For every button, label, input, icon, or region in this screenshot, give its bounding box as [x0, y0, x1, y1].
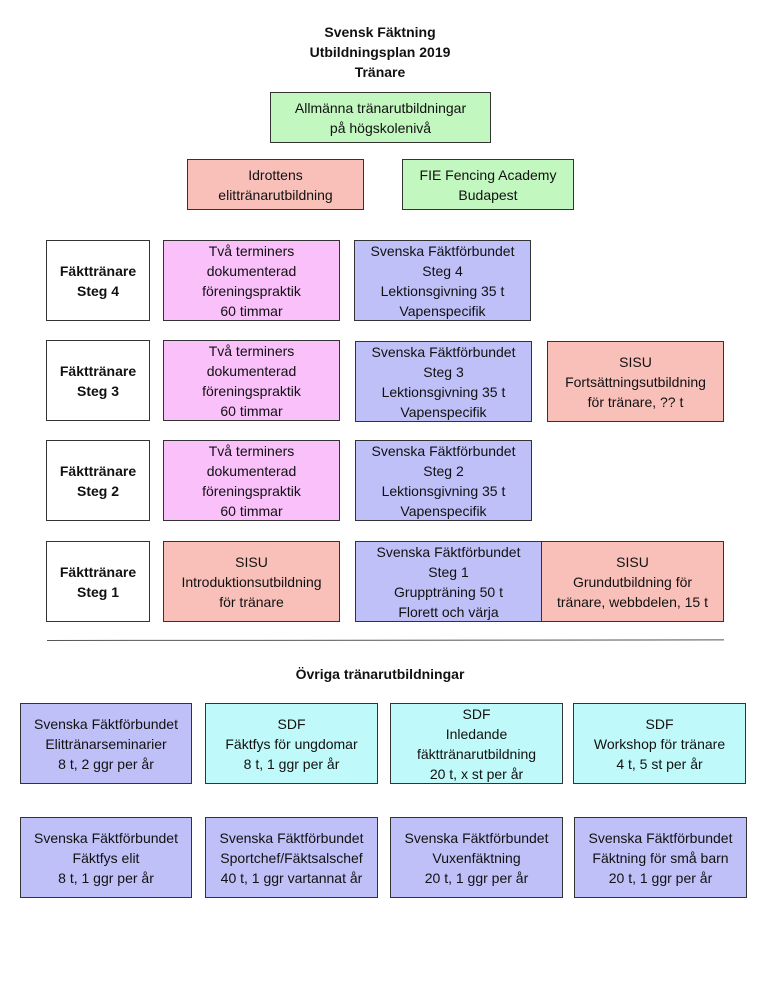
page-title: Svensk Fäktning Utbildningsplan 2019 Trä… — [0, 22, 760, 82]
other-box-workshop: SDF Workshop för tränare 4 t, 5 st per å… — [573, 703, 746, 784]
other-box-intro-coach: SDF Inledande fäkttränarutbildning 20 t,… — [390, 703, 563, 784]
title-line-3: Tränare — [354, 64, 406, 80]
step-4-label: Fäkttränare Steg 4 — [46, 240, 150, 321]
step-1-sisu-web-course: SISU Grundutbildning för tränare, webbde… — [541, 541, 724, 622]
step-3-sisu-course: SISU Fortsättningsutbildning för tränare… — [547, 341, 724, 422]
step-1-label: Fäkttränare Steg 1 — [46, 541, 150, 622]
other-box-kids-fencing: Svenska Fäktförbundet Fäktning för små b… — [574, 817, 747, 898]
other-box-elite-seminars: Svenska Fäktförbundet Elittränarseminari… — [20, 703, 192, 784]
other-box-elite-fitness: Svenska Fäktförbundet Fäktfys elit 8 t, … — [20, 817, 192, 898]
box-elite-coach-education: Idrottens elittränarutbildning — [187, 159, 364, 210]
other-box-adult-fencing: Svenska Fäktförbundet Vuxenfäktning 20 t… — [390, 817, 563, 898]
box-university-programs: Allmänna tränarutbildningar på högskolen… — [270, 92, 491, 143]
step-2-label: Fäkttränare Steg 2 — [46, 440, 150, 521]
step-1-sisu-intro: SISU Introduktionsutbildning för tränare — [163, 541, 340, 622]
box-fie-academy: FIE Fencing Academy Budapest — [402, 159, 574, 210]
step-3-label: Fäkttränare Steg 3 — [46, 340, 150, 421]
step-3-practice: Två terminers dokumenterad föreningsprak… — [163, 340, 340, 421]
section-divider — [46, 639, 725, 641]
step-2-sff-course: Svenska Fäktförbundet Steg 2 Lektionsgiv… — [355, 440, 532, 521]
title-line-1: Svensk Fäktning — [324, 24, 436, 40]
step-4-practice: Två terminers dokumenterad föreningsprak… — [163, 240, 340, 321]
step-3-sff-course: Svenska Fäktförbundet Steg 3 Lektionsgiv… — [355, 341, 532, 422]
title-line-2: Utbildningsplan 2019 — [309, 44, 451, 60]
step-1-sff-course: Svenska Fäktförbundet Steg 1 Grupptränin… — [355, 541, 542, 622]
other-programs-title: Övriga tränarutbildningar — [295, 666, 465, 682]
other-box-sport-director: Svenska Fäktförbundet Sportchef/Fäktsals… — [205, 817, 378, 898]
step-4-sff-course: Svenska Fäktförbundet Steg 4 Lektionsgiv… — [354, 240, 531, 321]
other-box-youth-fitness: SDF Fäktfys för ungdomar 8 t, 1 ggr per … — [205, 703, 378, 784]
step-2-practice: Två terminers dokumenterad föreningsprak… — [163, 440, 340, 521]
